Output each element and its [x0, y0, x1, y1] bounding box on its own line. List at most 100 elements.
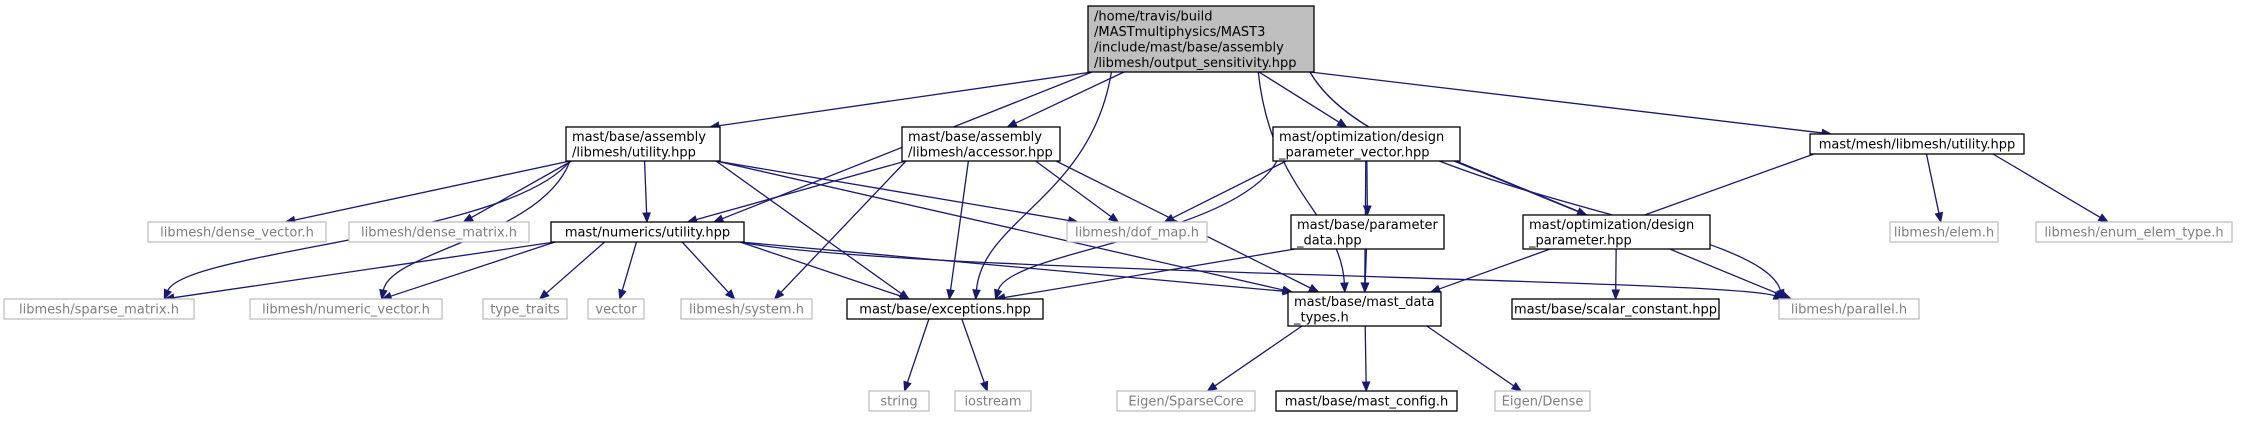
edge-line — [390, 241, 556, 297]
node-box — [147, 221, 327, 243]
node-mast-data-types[interactable]: mast/base/mast_data_types.h — [1287, 291, 1442, 327]
edge-line — [949, 160, 970, 291]
node-parameter-data[interactable]: mast/base/parameter_data.hpp — [1290, 214, 1445, 250]
node-label: libmesh/dense_matrix.h — [361, 226, 517, 241]
node-elem[interactable]: libmesh/elem.h — [1889, 221, 1999, 243]
edge-line — [294, 160, 571, 221]
edge-accessor-to-numerics-utility — [686, 160, 907, 224]
arrow-head-icon — [903, 380, 912, 393]
edge-design-parameter-to-scalar-constant — [1611, 248, 1621, 301]
node-box — [2035, 221, 2233, 243]
edge-line — [546, 241, 606, 294]
node-mesh-utility[interactable]: mast/mesh/libmesh/utility.hpp — [1809, 133, 2025, 155]
node-base-assembly-utility[interactable]: mast/base/assembly/libmesh/utility.hpp — [565, 126, 721, 162]
arrow-head-icon — [1510, 382, 1523, 392]
edge-numerics-utility-to-vector — [618, 241, 638, 301]
node-label: libmesh/sparse_matrix.h — [19, 303, 179, 318]
arrow-head-icon — [1429, 284, 1442, 293]
edge-line — [739, 241, 1284, 292]
node-param-vector[interactable]: mast/optimization/design_parameter_vecto… — [1272, 126, 1461, 162]
edge-root-to-param-vector — [1258, 71, 1348, 128]
node-box — [1290, 214, 1445, 250]
node-label: _parameter.hpp — [1528, 233, 1632, 248]
edge-numerics-utility-to-mast-data-types — [739, 241, 1294, 296]
edge-line — [643, 160, 648, 214]
node-vector[interactable]: vector — [587, 298, 645, 320]
edge-line — [739, 241, 901, 297]
node-label: _data.hpp — [1296, 233, 1362, 248]
arrow-head-icon — [618, 288, 627, 301]
edge-line — [715, 160, 1069, 222]
node-sparse-core[interactable]: Eigen/SparseCore — [1116, 390, 1256, 412]
node-accessor[interactable]: mast/base/assembly/libmesh/accessor.hpp — [901, 126, 1061, 162]
edge-line — [715, 160, 902, 295]
node-label: _parameter_vector.hpp — [1278, 145, 1430, 160]
node-exceptions[interactable]: mast/base/exceptions.hpp — [846, 298, 1044, 320]
arrow-head-icon — [1772, 291, 1785, 300]
edge-mesh-utility-to-enum-elem-type — [1992, 153, 2110, 223]
node-label: type_traits — [490, 303, 560, 318]
node-box — [249, 298, 443, 320]
edge-line — [173, 241, 556, 299]
node-box — [1511, 298, 1720, 320]
node-label: libmesh/enum_elem_type.h — [2044, 226, 2223, 241]
edge-mast-data-types-to-sparse-core — [1206, 325, 1303, 392]
node-system[interactable]: libmesh/system.h — [680, 298, 813, 320]
node-eigen-dense[interactable]: Eigen/Dense — [1494, 390, 1591, 412]
node-box — [1889, 221, 1999, 243]
node-dense-matrix[interactable]: libmesh/dense_matrix.h — [348, 221, 530, 243]
node-box — [954, 390, 1032, 412]
node-dof-map[interactable]: libmesh/dof_map.h — [1066, 221, 1208, 243]
node-enum-elem-type[interactable]: libmesh/enum_elem_type.h — [2035, 221, 2233, 243]
arrow-head-icon — [972, 289, 981, 301]
node-label: mast/base/assembly — [908, 130, 1042, 145]
edge-mast-data-types-to-mast-config — [1361, 325, 1371, 393]
edge-mast-data-types-to-eigen-dense — [1426, 325, 1523, 392]
node-dense-vector[interactable]: libmesh/dense_vector.h — [147, 221, 327, 243]
edge-numerics-utility-to-system — [681, 241, 736, 300]
node-iostream[interactable]: iostream — [954, 390, 1032, 412]
node-label: mast/base/mast_config.h — [1285, 395, 1448, 410]
edge-line — [1309, 71, 1823, 134]
node-box — [1116, 390, 1256, 412]
node-box — [1087, 5, 1315, 73]
node-scalar-constant[interactable]: mast/base/scalar_constant.hpp — [1511, 298, 1720, 320]
node-label: iostream — [964, 395, 1021, 410]
node-numeric-vector[interactable]: libmesh/numeric_vector.h — [249, 298, 443, 320]
node-label: Eigen/SparseCore — [1128, 395, 1243, 410]
node-label: /libmesh/output_sensitivity.hpp — [1094, 56, 1297, 71]
node-label: _types.h — [1293, 310, 1349, 325]
edge-root-to-parallel — [1309, 71, 1785, 301]
arrow-head-icon — [1206, 382, 1218, 392]
arrow-head-icon — [712, 214, 725, 223]
edge-line — [681, 241, 730, 293]
node-label: vector — [595, 303, 637, 318]
node-box — [550, 221, 745, 243]
arrow-head-icon — [462, 213, 474, 223]
node-parallel[interactable]: libmesh/parallel.h — [1778, 298, 1920, 320]
arrow-head-icon — [1361, 381, 1371, 393]
node-type-traits[interactable]: type_traits — [482, 298, 568, 320]
node-numerics-utility[interactable]: mast/numerics/utility.hpp — [550, 221, 745, 243]
node-box — [1494, 390, 1591, 412]
node-label: mast/base/mast_data — [1294, 295, 1435, 310]
node-box — [565, 126, 721, 162]
node-box — [482, 298, 568, 320]
arrow-head-icon — [1336, 118, 1348, 128]
arrow-head-icon — [1934, 211, 1944, 224]
node-box — [1272, 126, 1461, 162]
edge-line — [1258, 71, 1340, 123]
node-mast-config[interactable]: mast/base/mast_config.h — [1275, 390, 1458, 412]
node-design-parameter[interactable]: mast/optimization/design_parameter.hpp — [1522, 214, 1711, 250]
node-label: Eigen/Dense — [1502, 395, 1584, 410]
node-sparse-matrix[interactable]: libmesh/sparse_matrix.h — [3, 298, 195, 320]
edge-base-assembly-utility-to-dense-matrix — [462, 160, 572, 223]
arrow-head-icon — [994, 288, 1003, 301]
edge-line — [739, 241, 1775, 297]
node-label: libmesh/dense_vector.h — [160, 226, 314, 241]
node-root[interactable]: /home/travis/build/MASTmultiphysics/MAST… — [1087, 5, 1315, 73]
edge-numerics-utility-to-type-traits — [538, 241, 606, 300]
node-string[interactable]: string — [868, 390, 930, 412]
edge-line — [780, 160, 907, 293]
node-label: /include/mast/base/assembly — [1094, 40, 1284, 55]
